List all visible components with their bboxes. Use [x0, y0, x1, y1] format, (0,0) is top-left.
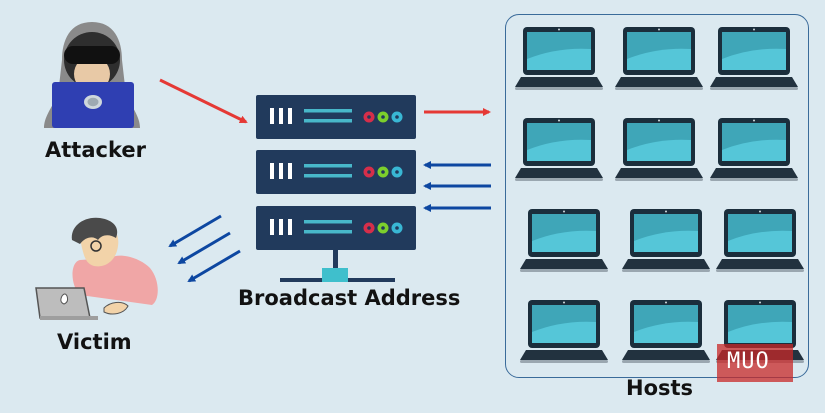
host-laptop	[615, 118, 703, 181]
host-laptop	[515, 118, 603, 181]
host-laptop	[622, 209, 710, 272]
muo-watermark: MUO	[717, 344, 793, 382]
arrow-attacker-to-broadcast	[159, 78, 248, 124]
host-laptop	[515, 27, 603, 90]
host-laptop	[622, 300, 710, 363]
hosts-group-box	[505, 14, 809, 378]
victim-icon	[35, 217, 158, 320]
attacker-icon	[44, 22, 140, 128]
host-laptop	[615, 27, 703, 90]
arrow-to-victim-2	[177, 231, 231, 265]
host-laptop	[716, 209, 804, 272]
arrow-to-victim-1	[168, 214, 222, 248]
server-1	[256, 95, 416, 139]
hosts-laptops	[515, 27, 804, 363]
broadcast-address-label: Broadcast Address	[238, 286, 461, 310]
network-stand	[280, 250, 395, 282]
server-2	[256, 150, 416, 194]
host-laptop	[710, 118, 798, 181]
attacker-label: Attacker	[45, 138, 146, 162]
host-laptop	[710, 27, 798, 90]
victim-label: Victim	[57, 330, 132, 354]
host-laptop	[520, 300, 608, 363]
host-laptop	[520, 209, 608, 272]
arrow-to-victim-3	[187, 249, 241, 283]
hosts-label: Hosts	[626, 376, 694, 400]
server-3	[256, 206, 416, 250]
watermark-text: MUO	[727, 349, 770, 374]
